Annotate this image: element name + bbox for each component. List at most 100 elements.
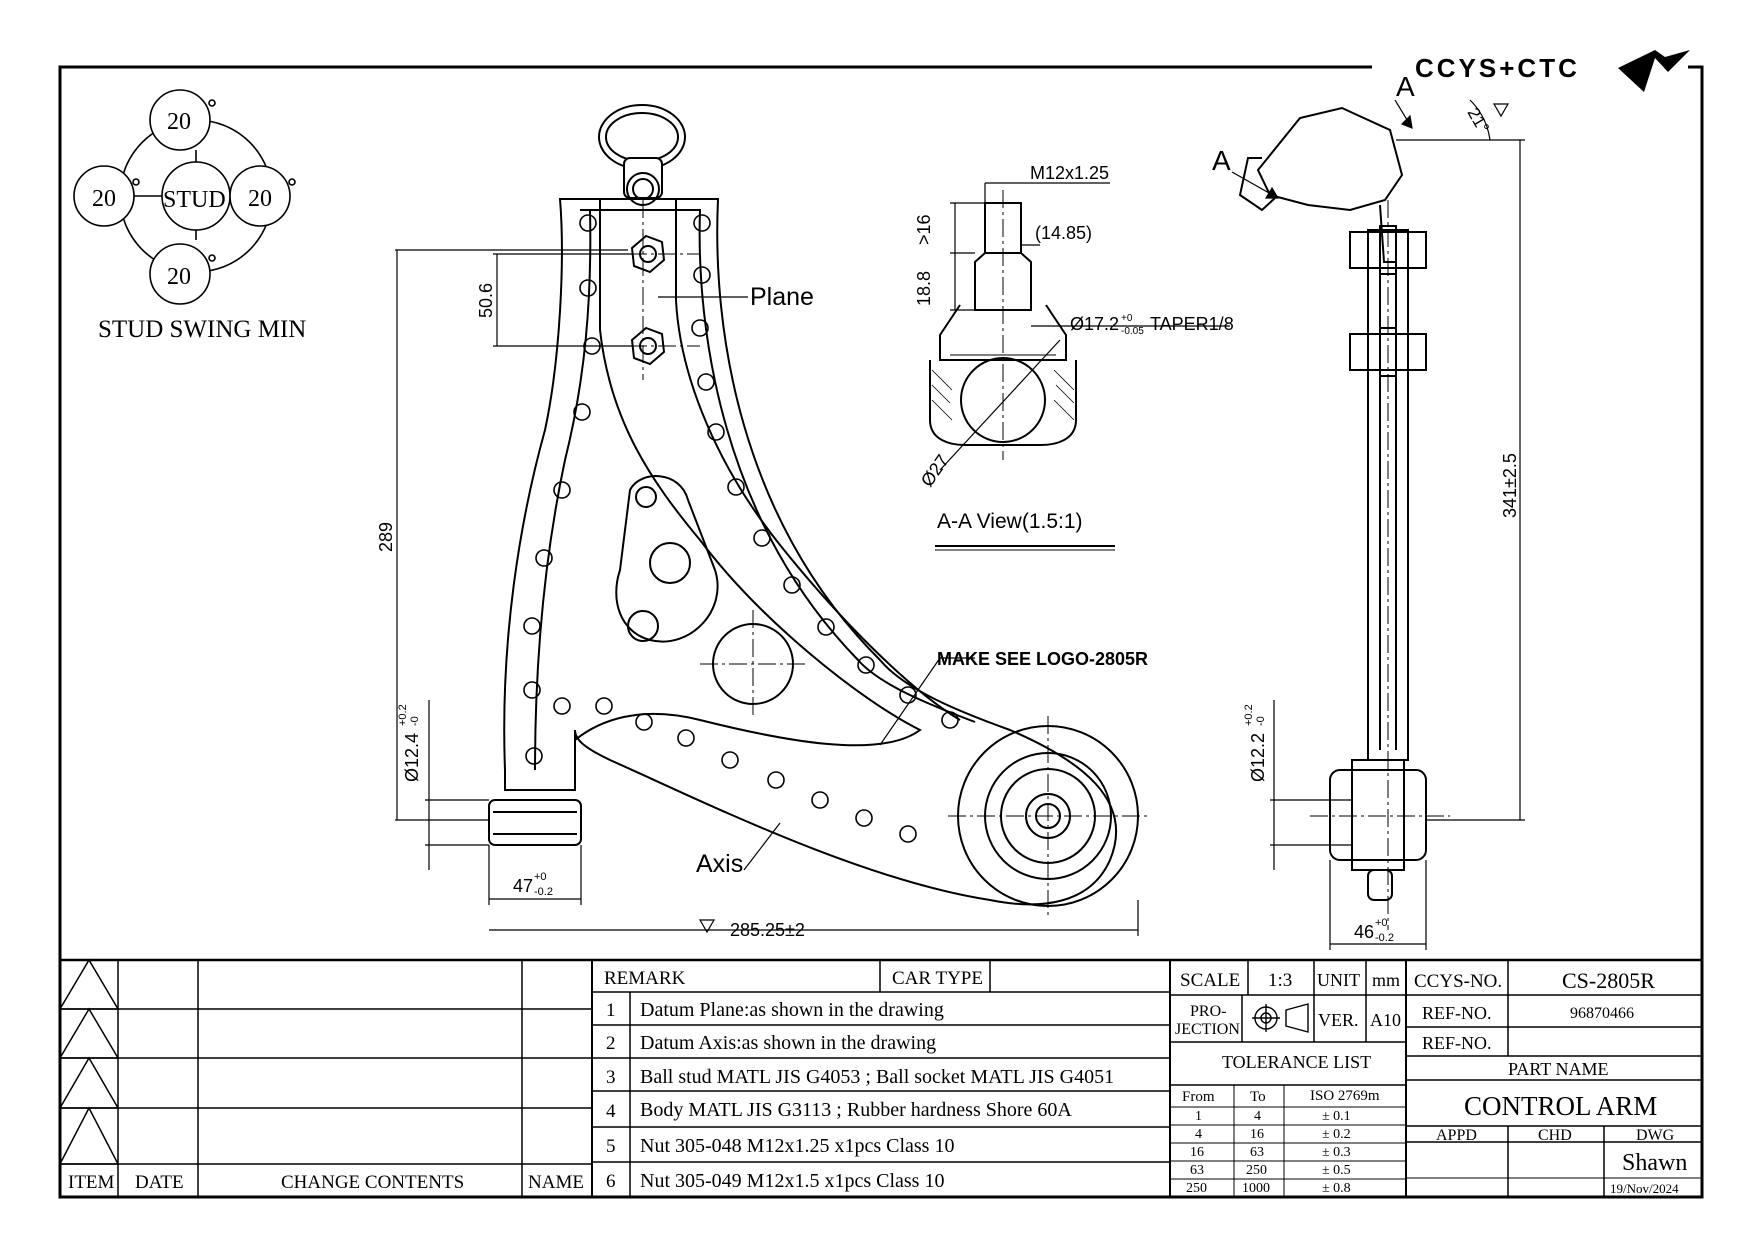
side-view <box>1238 106 1450 930</box>
tol-cell: 4 <box>1195 1127 1202 1142</box>
stud-swing-title: STUD SWING MIN <box>98 316 306 343</box>
ccys-no-label: CCYS-NO. <box>1414 971 1502 992</box>
rev-header-date: DATE <box>135 1172 184 1193</box>
sheet-border <box>58 65 1704 1199</box>
tol-cell: 63 <box>1250 1145 1264 1160</box>
remark-row-text: Datum Axis:as shown in the drawing <box>640 1032 936 1054</box>
scale-label: SCALE <box>1180 970 1240 991</box>
scale-tolerance-block <box>1170 960 1407 1197</box>
ver-label: VER. <box>1318 1010 1359 1030</box>
remark-row-no: 2 <box>606 1033 616 1054</box>
stud-swing-angle-left: 20 <box>92 186 116 212</box>
drawing-date: 19/Nov/2024 <box>1610 1181 1679 1196</box>
ref-no-label: REF-NO. <box>1422 1003 1492 1023</box>
side-dim-46-tol-dn: -0.2 <box>1375 932 1394 944</box>
stud-swing-angle-top: 20 <box>167 109 191 135</box>
side-dim-46-tol-up: +0 <box>1375 917 1388 929</box>
tol-cell: 1000 <box>1242 1181 1270 1196</box>
tol-cell: 250 <box>1186 1181 1207 1196</box>
brand-emblem-icon <box>1618 50 1690 92</box>
dim-47-tol-dn: -0.2 <box>534 886 553 898</box>
dim-47: 47 <box>513 876 533 896</box>
rivet-holes <box>523 214 959 843</box>
dim-47-tol-up: +0 <box>534 871 547 883</box>
tol-cell: 1 <box>1195 1109 1202 1124</box>
section-taper-dia: Ø17.2 <box>1070 314 1119 334</box>
side-ball-joint <box>1256 106 1404 212</box>
remark-row-no: 4 <box>606 1101 616 1122</box>
section-dim-14-85: (14.85) <box>1035 223 1092 243</box>
side-bushing <box>1329 769 1427 861</box>
tol-cell: ± 0.8 <box>1322 1181 1351 1196</box>
part-info-block <box>1406 960 1702 1197</box>
tolerance-title: TOLERANCE LIST <box>1222 1052 1371 1072</box>
stud-swing-center-label: STUD <box>163 187 226 213</box>
dim-50-6: 50.6 <box>476 283 496 318</box>
remark-table <box>592 960 1171 1197</box>
remark-row-text: Ball stud MATL JIS G4053 ; Ball socket M… <box>640 1066 1114 1088</box>
revision-table <box>58 958 1702 1197</box>
dim-289: 289 <box>376 522 396 552</box>
section-thread: M12x1.25 <box>1030 163 1109 183</box>
tol-cell: ± 0.3 <box>1322 1145 1351 1160</box>
tol-cell: ± 0.2 <box>1322 1127 1351 1142</box>
chd-label: CHD <box>1538 1127 1572 1144</box>
section-view-title: A-A View(1.5:1) <box>937 510 1083 533</box>
main-view-dimensions <box>395 249 1139 936</box>
side-dim-dia-12-2-tol-dn: -0 <box>1255 716 1267 726</box>
tol-cell: 16 <box>1190 1145 1204 1160</box>
control-arm-body <box>503 198 1117 906</box>
projection-label-1: PRO- <box>1190 1003 1226 1020</box>
remark-row-text: Body MATL JIS G3113 ; Rubber hardness Sh… <box>640 1099 1072 1121</box>
part-name-label: PART NAME <box>1508 1059 1608 1079</box>
rev-header-name: NAME <box>528 1172 584 1193</box>
drawn-by: Shawn <box>1622 1150 1687 1176</box>
surface-finish-symbol-icon <box>698 919 716 934</box>
dim-dia-12-4: Ø12.4 <box>402 733 422 782</box>
remark-row-text: Nut 305-049 M12x1.5 x1pcs Class 10 <box>640 1170 944 1192</box>
section-marker-a-left: A <box>1212 145 1231 176</box>
unit-value: mm <box>1372 970 1400 990</box>
unit-label: UNIT <box>1317 970 1360 990</box>
projection-label-2: JECTION <box>1175 1021 1240 1038</box>
tol-header-from: From <box>1182 1089 1215 1105</box>
side-dim-341: 341±2.5 <box>1500 453 1520 518</box>
remark-header: REMARK <box>604 968 686 989</box>
tol-cell: 63 <box>1190 1163 1204 1178</box>
tol-cell: 250 <box>1246 1163 1267 1178</box>
tol-header-iso: ISO 2769m <box>1310 1088 1380 1104</box>
third-angle-projection-icon <box>1252 1003 1309 1033</box>
ccys-no-value: CS-2805R <box>1562 968 1655 993</box>
remark-row-no: 1 <box>606 1000 616 1021</box>
tol-cell: ± 0.5 <box>1322 1163 1351 1178</box>
tol-cell: 4 <box>1254 1109 1261 1124</box>
section-dim-16: >16 <box>914 214 934 245</box>
ref-no-value: 96870466 <box>1570 1005 1634 1022</box>
section-taper-tol-up: +0 <box>1121 313 1133 324</box>
scale-value: 1:3 <box>1268 970 1292 991</box>
control-arm-main-view <box>488 104 1148 916</box>
section-aa-view <box>929 190 1077 460</box>
section-taper-suffix: TAPER1/8 <box>1150 314 1234 334</box>
plane-label: Plane <box>750 283 814 311</box>
remark-row-text: Nut 305-048 M12x1.25 x1pcs Class 10 <box>640 1135 954 1157</box>
stud-swing-diagram <box>73 89 296 305</box>
remark-row-no: 5 <box>606 1136 616 1157</box>
tol-cell: ± 0.1 <box>1322 1109 1351 1124</box>
ref-no2-label: REF-NO. <box>1422 1033 1492 1053</box>
side-dim-dia-12-2: Ø12.2 <box>1248 733 1268 782</box>
section-marker-a-right: A <box>1396 71 1415 102</box>
dim-285-25: 285.25±2 <box>730 920 805 940</box>
section-ball-dia: Ø27 <box>917 451 953 490</box>
stud-swing-angle-bottom: 20 <box>167 264 191 290</box>
stud-swing-angle-right: 20 <box>248 186 272 212</box>
section-dim-18-8: 18.8 <box>914 271 934 306</box>
brand-logo-text: CCYS+CTC <box>1415 53 1580 83</box>
side-dim-dia-12-2-tol-up: +0.2 <box>1243 704 1255 726</box>
side-view-dimensions <box>1231 99 1525 950</box>
rev-header-contents: CHANGE CONTENTS <box>281 1172 464 1193</box>
section-aa-dimensions <box>935 182 1230 551</box>
ver-value: A10 <box>1370 1010 1401 1030</box>
logo-note: MAKE SEE LOGO-2805R <box>937 649 1148 669</box>
